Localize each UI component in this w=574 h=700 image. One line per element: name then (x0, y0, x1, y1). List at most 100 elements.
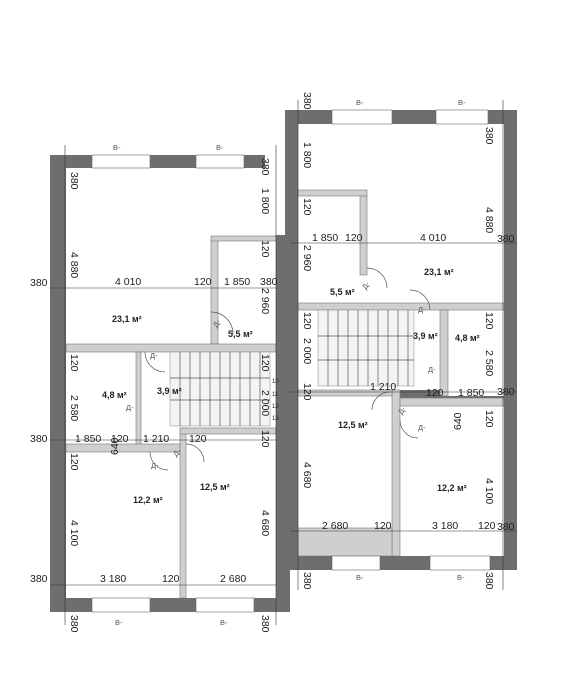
stair-number: 12 (272, 404, 279, 410)
right-unit (285, 109, 517, 571)
dim-label: 3 180 (432, 520, 458, 532)
dim-label: 380 (301, 92, 313, 110)
room-area: 12,5 м² (200, 482, 230, 492)
dim-label: 640 (452, 412, 464, 430)
dim-label: 380 (497, 386, 515, 398)
dim-label: 2 000 (301, 338, 313, 364)
window-label: В- (457, 573, 465, 582)
dim-label: 120 (68, 354, 80, 372)
dim-label: 4 680 (259, 510, 271, 536)
dim-label: 2 960 (259, 288, 271, 314)
dim-label: 120 (374, 520, 392, 532)
left-unit (50, 154, 290, 613)
dim-label: 4 880 (68, 252, 80, 278)
dim-label: 2 000 (259, 390, 271, 416)
dim-label: 380 (260, 276, 278, 288)
dim-label: 380 (259, 615, 271, 633)
dim-label: 120 (301, 312, 313, 330)
window-top-2 (195, 154, 245, 169)
dim-label: 380 (497, 233, 515, 245)
dim-label: 120 (189, 433, 207, 445)
left-unit-labels: В- В- В- В- 380 380 4 880 380 120 2 580 … (30, 143, 278, 633)
dim-label: 120 (483, 410, 495, 428)
door-label: Д- (151, 461, 159, 470)
window-bottom-1 (91, 597, 151, 613)
door-swing (149, 451, 169, 471)
dim-label: 1 800 (259, 188, 271, 214)
door-swing (399, 419, 419, 439)
window-bottom-1 (331, 555, 381, 571)
room-area: 3,9 м² (157, 386, 182, 396)
window-label: В- (356, 573, 364, 582)
door-label: Д- (418, 305, 426, 314)
room-area: 5,5 м² (228, 329, 253, 339)
dim-label: 120 (301, 198, 313, 216)
window-label: В- (216, 143, 224, 152)
dim-label: 4 010 (115, 276, 141, 288)
dim-label: 380 (497, 521, 515, 533)
dim-label: 2 960 (301, 245, 313, 271)
room-area: 12,2 м² (133, 495, 163, 505)
dim-label: 4 680 (301, 462, 313, 488)
window-top-1 (91, 154, 151, 169)
dim-label: 120 (259, 240, 271, 258)
dim-label: 2 680 (220, 573, 246, 585)
stair-number: 10 (272, 379, 279, 385)
dim-label: 120 (111, 433, 129, 445)
dim-label: 380 (30, 277, 48, 289)
door-label: Д- (396, 405, 408, 416)
right-unit-labels: В- В- В- В- 380 1 800 120 2 960 120 2 00… (301, 92, 515, 590)
dim-label: 120 (426, 387, 444, 399)
dim-label: 640 (109, 437, 121, 455)
door-swing (185, 443, 205, 463)
room-area: 4,8 м² (455, 333, 480, 343)
dim-label: 2 580 (483, 350, 495, 376)
window-bottom-2 (429, 555, 491, 571)
dim-label: 4 100 (68, 520, 80, 546)
dim-label: 1 850 (458, 387, 484, 399)
door-swing (366, 267, 388, 289)
dim-label: 4 880 (483, 207, 495, 233)
dim-label: 1 210 (370, 381, 396, 393)
dim-label: 120 (68, 453, 80, 471)
room-area: 12,2 м² (437, 483, 467, 493)
window-bottom-2 (195, 597, 255, 613)
room-area: 23,1 м² (424, 267, 454, 277)
dim-label: 1 850 (224, 276, 250, 288)
dim-label: 120 (345, 232, 363, 244)
stair-number: 13 (272, 416, 279, 422)
dim-label: 380 (68, 172, 80, 190)
room-area: 4,8 м² (102, 390, 127, 400)
door-label: Д- (150, 351, 158, 360)
dim-label: 120 (478, 520, 496, 532)
stair-step-numbers: 10 11 12 13 (272, 379, 279, 422)
window-top-2 (435, 109, 489, 125)
window-label: В- (113, 143, 121, 152)
door-label: Д- (418, 423, 426, 432)
window-label: В- (458, 98, 466, 107)
dim-label: 2 580 (68, 395, 80, 421)
dim-label: 2 680 (322, 520, 348, 532)
dim-label: 380 (68, 615, 80, 633)
dim-label: 1 850 (312, 232, 338, 244)
dim-label: 1 210 (143, 433, 169, 445)
dimension-lines (50, 100, 517, 625)
dim-label: 380 (301, 572, 313, 590)
dim-label: 380 (483, 572, 495, 590)
dim-label: 3 180 (100, 573, 126, 585)
dim-label: 120 (259, 430, 271, 448)
door-label: Д- (126, 403, 134, 412)
dim-label: 380 (259, 158, 271, 176)
door-label: Д- (428, 365, 436, 374)
stair-number: 11 (272, 392, 279, 398)
dim-label: 120 (162, 573, 180, 585)
door-swing (409, 289, 431, 311)
door-label: Д- (360, 280, 372, 291)
door-swing (210, 311, 234, 335)
dim-label: 4 010 (420, 232, 446, 244)
door-label: Д- (211, 318, 223, 329)
window-label: В- (356, 98, 364, 107)
room-area: 23,1 м² (112, 314, 142, 324)
room-area: 5,5 м² (330, 287, 355, 297)
right-stair (317, 309, 415, 387)
